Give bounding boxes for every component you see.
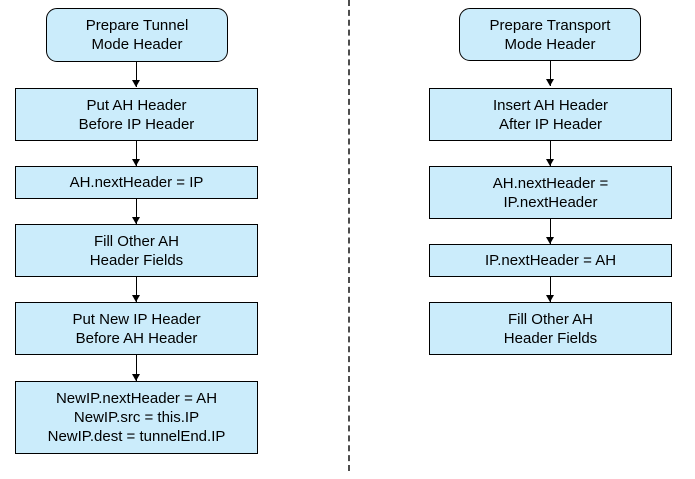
arrowhead-t1-t2 [132, 80, 140, 87]
edge-t5-t6 [136, 355, 137, 381]
edge-r3-r4 [550, 219, 551, 244]
node-insert-ah-header-after-ip-header[interactable]: Insert AH Header After IP Header [429, 88, 672, 141]
node-label: AH.nextHeader = IP.nextHeader [492, 174, 609, 211]
node-label: IP.nextHeader = AH [484, 252, 617, 269]
arrowhead-r4-r5 [546, 295, 554, 302]
edge-t3-t4 [136, 199, 137, 224]
column-divider [348, 0, 350, 471]
arrowhead-t5-t6 [132, 374, 140, 381]
arrowhead-r2-r3 [546, 159, 554, 166]
node-label: Put AH Header Before IP Header [78, 96, 195, 133]
node-ip-nextheader-equals-ah[interactable]: IP.nextHeader = AH [429, 244, 672, 277]
node-fill-other-ah-header-fields-transport[interactable]: Fill Other AH Header Fields [429, 302, 672, 355]
node-prepare-tunnel-mode-header[interactable]: Prepare Tunnel Mode Header [46, 8, 228, 62]
arrowhead-r1-r2 [546, 79, 554, 86]
node-label: AH.nextHeader = IP [69, 174, 204, 191]
edge-r1-r2 [550, 61, 551, 86]
node-put-new-ip-header-before-ah-header[interactable]: Put New IP Header Before AH Header [15, 302, 258, 355]
node-label: Prepare Tunnel Mode Header [85, 17, 189, 53]
node-label: Fill Other AH Header Fields [89, 232, 184, 269]
node-label: Insert AH Header After IP Header [492, 96, 609, 133]
node-label: Put New IP Header Before AH Header [72, 310, 201, 347]
arrowhead-t2-t3 [132, 159, 140, 166]
edge-t2-t3 [136, 141, 137, 166]
node-prepare-transport-mode-header[interactable]: Prepare Transport Mode Header [459, 8, 641, 61]
node-label: NewIP.nextHeader = AH NewIP.src = this.I… [47, 390, 226, 445]
edge-r4-r5 [550, 277, 551, 302]
node-label: Prepare Transport Mode Header [489, 16, 611, 53]
edge-t4-t5 [136, 277, 137, 302]
arrowhead-r3-r4 [546, 237, 554, 244]
edge-t1-t2 [136, 62, 137, 87]
node-newip-assignments[interactable]: NewIP.nextHeader = AH NewIP.src = this.I… [15, 381, 258, 454]
node-ah-nextheader-equals-ip[interactable]: AH.nextHeader = IP [15, 166, 258, 199]
node-ah-nextheader-equals-ip-nextheader[interactable]: AH.nextHeader = IP.nextHeader [429, 166, 672, 219]
edge-r2-r3 [550, 141, 551, 166]
node-put-ah-header-before-ip-header[interactable]: Put AH Header Before IP Header [15, 88, 258, 141]
arrowhead-t4-t5 [132, 295, 140, 302]
arrowhead-t3-t4 [132, 217, 140, 224]
node-label: Fill Other AH Header Fields [503, 310, 598, 347]
node-fill-other-ah-header-fields-tunnel[interactable]: Fill Other AH Header Fields [15, 224, 258, 277]
